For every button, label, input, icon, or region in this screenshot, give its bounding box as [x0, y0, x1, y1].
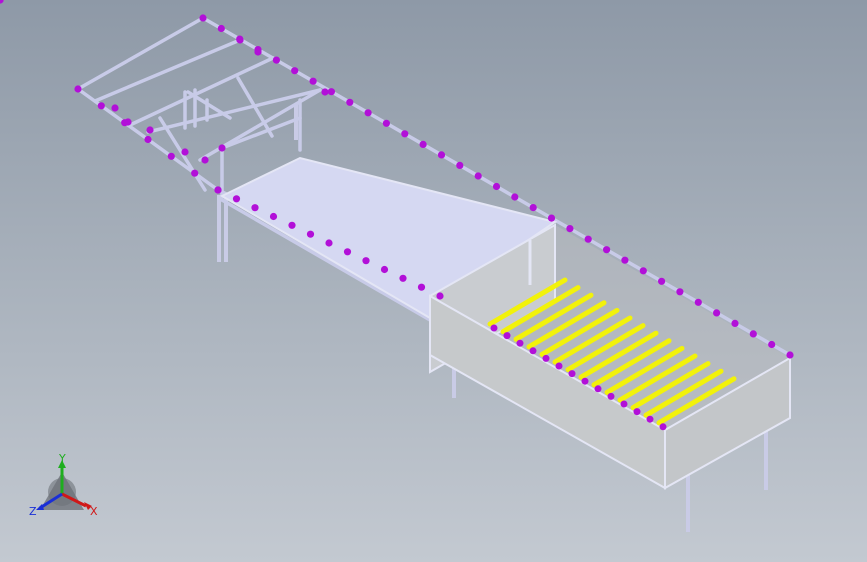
roller-bearing [659, 423, 667, 431]
roller [539, 307, 620, 357]
joint-marker [254, 48, 262, 56]
joint-marker [269, 212, 278, 221]
roller [578, 330, 659, 380]
joint-marker [694, 298, 702, 306]
joint-marker [0, 0, 4, 4]
joint-marker [658, 277, 666, 285]
roller [591, 338, 672, 388]
joint-marker [232, 195, 241, 203]
joint-marker [474, 172, 482, 180]
joint-marker [288, 221, 296, 229]
joint-marker [713, 309, 721, 317]
joint-marker [547, 214, 556, 222]
roller-bearing [490, 324, 498, 332]
joint-marker [621, 256, 629, 264]
joint-marker [306, 230, 315, 238]
roller-tank [429, 223, 791, 490]
roller-bearing [529, 347, 537, 355]
roller-bearing [620, 400, 628, 408]
joint-marker [676, 288, 684, 296]
joint-marker [731, 319, 739, 327]
joint-marker [236, 36, 244, 44]
roller [487, 277, 568, 327]
joint-marker [291, 67, 299, 75]
joint-marker [529, 204, 537, 212]
joint-marker [217, 24, 225, 33]
roller [604, 345, 685, 395]
x-axis-arrow [61, 492, 87, 508]
joint-marker [346, 98, 354, 106]
joint-marker [401, 130, 409, 138]
joint-marker [639, 267, 647, 275]
joint-marker [167, 152, 175, 160]
joint-marker [214, 186, 222, 194]
joint-marker [436, 292, 444, 300]
joint-marker [768, 340, 776, 349]
joint-markers [0, 0, 794, 359]
joint-marker [201, 156, 209, 164]
joint-marker [786, 351, 794, 359]
roller [643, 368, 724, 418]
joint-marker [380, 265, 389, 274]
joint-marker [199, 14, 207, 22]
joint-marker [419, 140, 427, 148]
joint-marker [492, 182, 501, 191]
roller [500, 285, 581, 335]
joint-marker [325, 239, 333, 247]
roller-bearing [607, 392, 615, 400]
joint-marker [456, 161, 464, 169]
joint-marker [251, 204, 259, 212]
joint-marker [364, 109, 372, 117]
joint-marker [399, 274, 407, 282]
y-axis-label: Y [58, 452, 66, 465]
joint-marker [321, 88, 329, 96]
roller [656, 376, 737, 426]
roller [630, 361, 711, 411]
joint-marker [97, 102, 105, 110]
roller-bearing [633, 408, 641, 416]
joint-marker [603, 246, 611, 254]
z-axis-label: Z [29, 505, 37, 518]
joint-marker [74, 85, 82, 93]
joint-marker [272, 56, 280, 64]
joint-marker [144, 135, 152, 144]
z-axis-arrow [39, 492, 63, 510]
joint-marker [181, 148, 189, 156]
joint-marker [218, 144, 226, 152]
joint-marker [749, 330, 757, 338]
roller-bearing [568, 370, 576, 378]
roller-bearing [594, 385, 602, 393]
roller-bearing [646, 415, 654, 423]
roller-bearing [555, 362, 563, 370]
joint-marker [124, 118, 132, 126]
roller-bearing [581, 377, 589, 385]
roller-bearing [516, 339, 524, 347]
roller [513, 292, 594, 342]
joint-marker [362, 257, 370, 265]
roller [552, 315, 633, 365]
joint-marker [309, 77, 317, 85]
joint-marker [111, 104, 119, 112]
roller-bearing [542, 354, 550, 362]
joint-marker [584, 235, 592, 243]
joint-marker [511, 193, 519, 201]
joint-marker [191, 169, 199, 177]
joint-marker [327, 88, 335, 96]
roller [565, 323, 646, 373]
roller-bearing [503, 332, 511, 340]
joint-marker [417, 283, 426, 291]
roller [617, 353, 698, 403]
joint-marker [146, 126, 154, 134]
roller [526, 300, 607, 350]
joint-marker [382, 119, 390, 127]
joint-marker [343, 248, 352, 256]
joint-marker [566, 225, 574, 233]
roller-set [487, 277, 737, 431]
x-axis-label: X [90, 505, 98, 518]
joint-marker [437, 151, 446, 159]
axis-triad[interactable]: Y X Z [29, 452, 98, 518]
